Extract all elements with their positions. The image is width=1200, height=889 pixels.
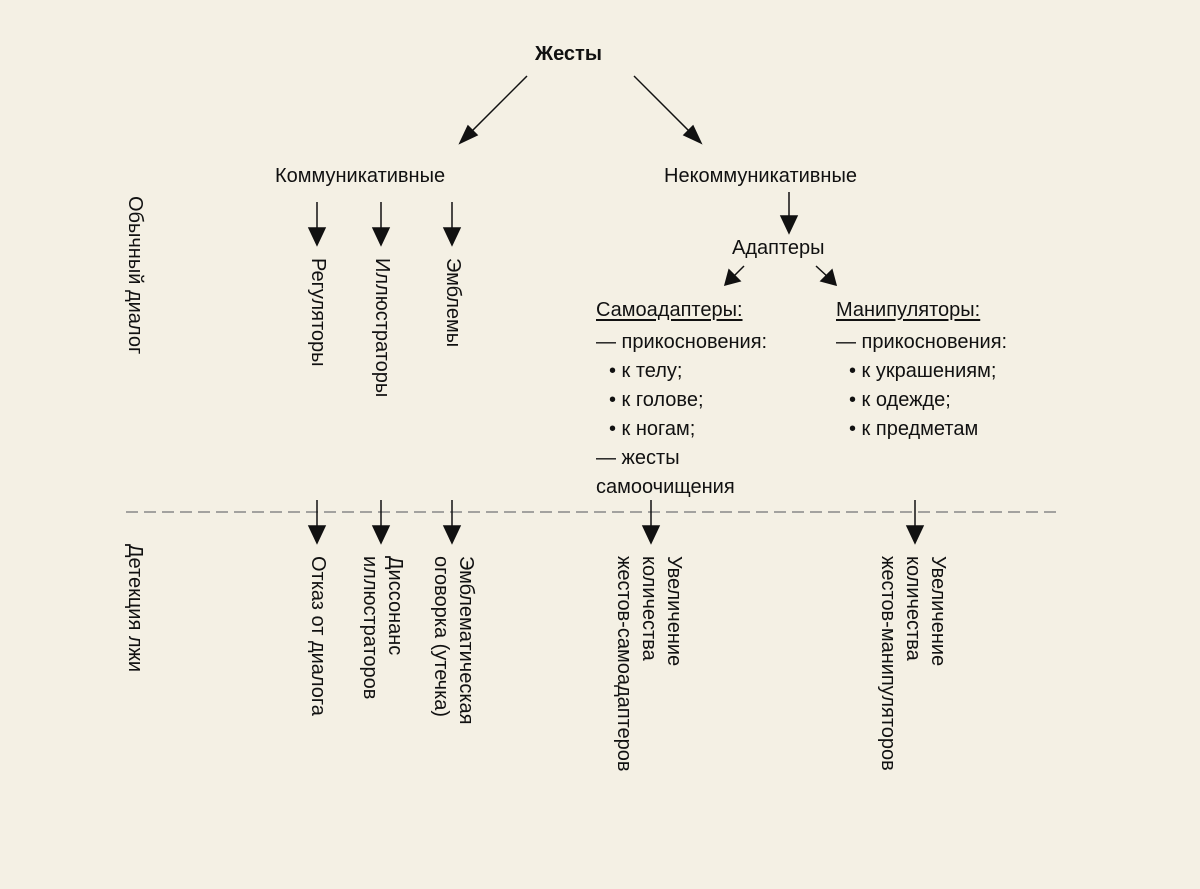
list-item: — прикосновения: (836, 331, 1008, 353)
emblems-label: Эмблемы (442, 258, 464, 348)
lie-sign-emblems: Эмблематическая оговорка (утечка) (430, 556, 477, 725)
list-item: • к украшениям; (849, 360, 997, 382)
arrowhead (641, 525, 661, 545)
arrow-root-noncommunicative (633, 75, 699, 141)
arrowhead (371, 227, 391, 247)
manipulators-title: Манипуляторы: (836, 299, 981, 321)
arrowhead (723, 268, 742, 287)
arrowhead (779, 215, 799, 235)
illustrators-label: Иллюстраторы (371, 258, 393, 398)
communicative-label: Коммуникативные (275, 165, 446, 187)
arrowhead (682, 124, 703, 145)
manipulators-list: — прикосновения: • к украшениям; • к оде… (836, 328, 1007, 444)
lie-sign-regulators: Отказ от диалога (307, 556, 329, 716)
lie-sign-self-adapters: Увеличение количества жестов-самоадаптер… (613, 556, 685, 772)
arrowhead (458, 124, 479, 145)
list-item: • к голове; (609, 389, 704, 411)
arrow-root-communicative (462, 75, 528, 141)
row-label-normal: Обычный диалог (124, 196, 146, 355)
arrowhead (819, 268, 838, 287)
list-item: самоочищения (596, 476, 735, 498)
adapters-label: Адаптеры (732, 237, 825, 259)
arrowhead (905, 525, 925, 545)
self-adapters-title: Самоадаптеры: (596, 299, 743, 321)
lie-sign-illustrators: Диссонанс иллюстраторов (359, 556, 406, 700)
root-label: Жесты (535, 43, 602, 65)
arrowhead (307, 525, 327, 545)
list-item: — прикосновения: (596, 331, 768, 353)
list-item: • к одежде; (849, 389, 951, 411)
self-adapters-list: — прикосновения: • к телу; • к голове; •… (596, 328, 767, 502)
lie-sign-manipulators: Увеличение количества жестов-манипулятор… (877, 556, 949, 771)
list-item: • к телу; (609, 360, 683, 382)
list-item: — жесты (596, 447, 680, 469)
arrowhead (442, 227, 462, 247)
arrowhead (442, 525, 462, 545)
arrowhead (307, 227, 327, 247)
list-item: • к ногам; (609, 418, 696, 440)
row-label-lie: Детекция лжи (124, 544, 146, 673)
list-item: • к предметам (849, 418, 979, 440)
noncommunicative-label: Некоммуникативные (664, 165, 857, 187)
regulators-label: Регуляторы (307, 258, 329, 367)
arrowhead (371, 525, 391, 545)
